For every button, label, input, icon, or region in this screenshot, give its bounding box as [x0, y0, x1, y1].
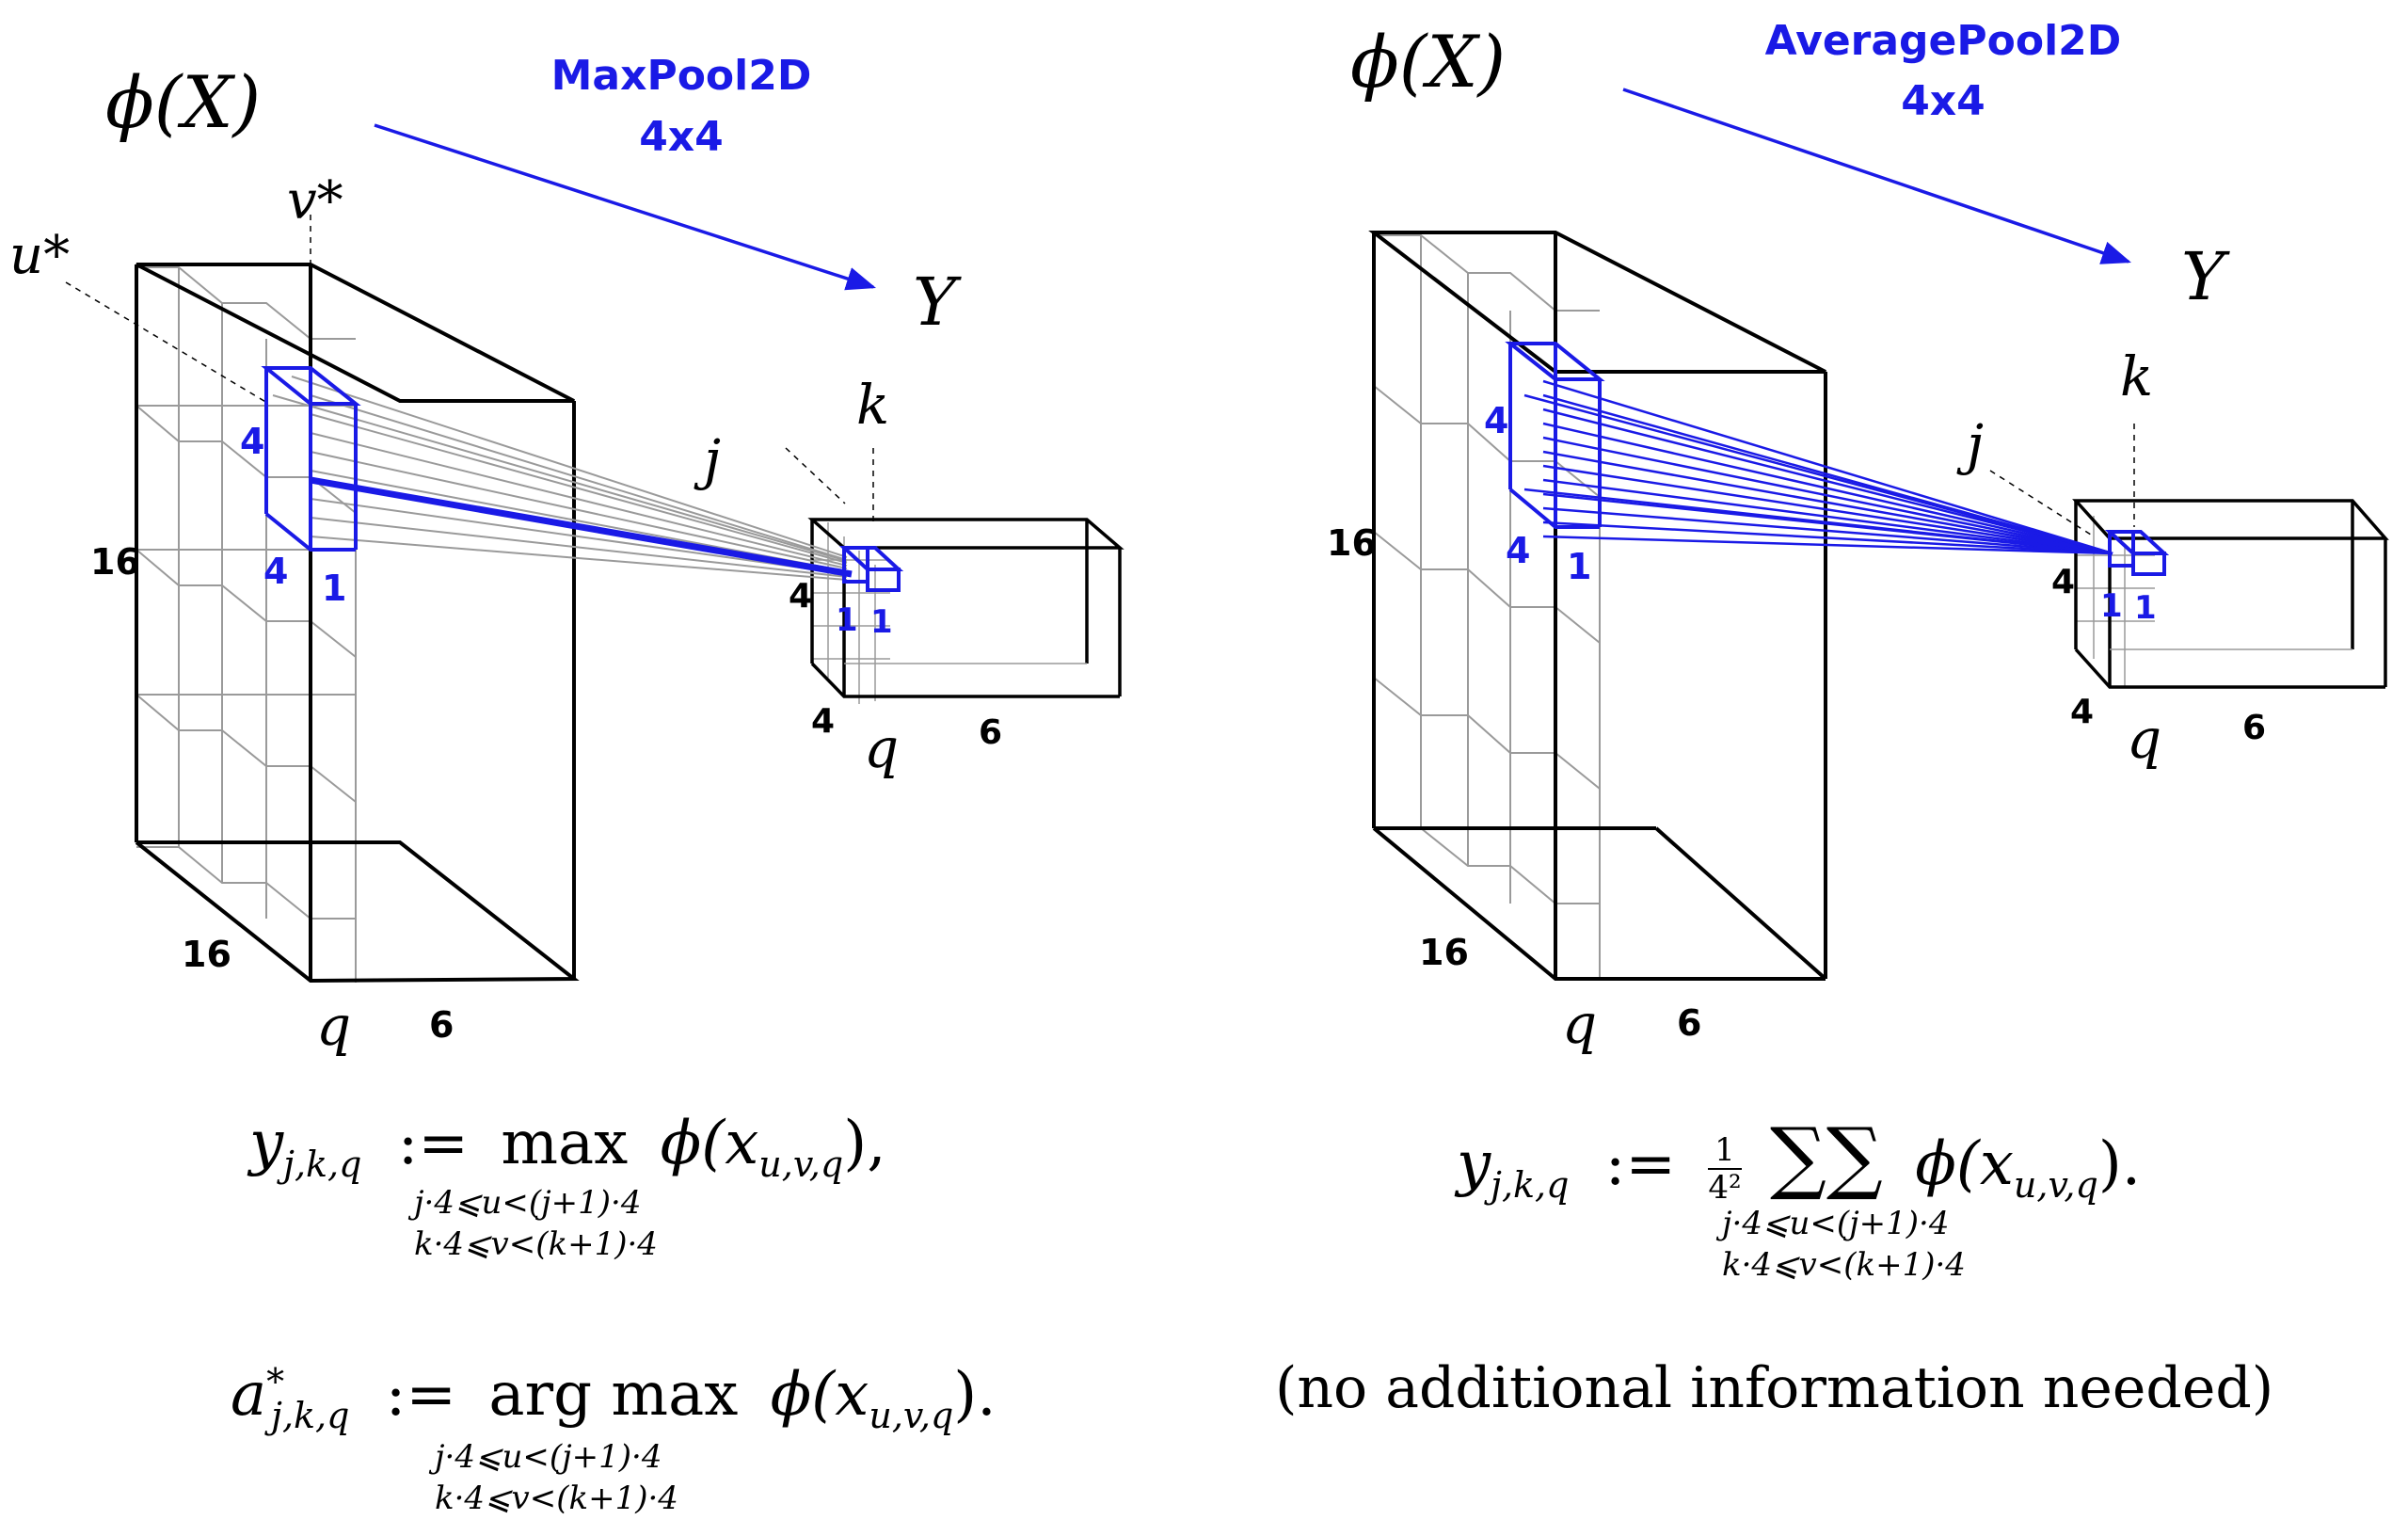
right-formula-y-op: ∑∑ [1769, 1111, 1883, 1203]
formula-a-lhs-sup: * [266, 1361, 285, 1402]
right-formula-y-cond2: k·4⩽v<(k+1)·4 [1722, 1246, 1966, 1284]
left-input-width: 16 [182, 934, 231, 975]
right-output-box [2072, 499, 2389, 689]
right-formula-y-tail: ). [2097, 1129, 2142, 1199]
left-formula-a-cond1: j·4⩽u<(j+1)·4 [435, 1438, 662, 1476]
left-panel: ϕ(X) Y MaxPool2D 4x4 u* v* j k q q 16 16… [9, 52, 1124, 1058]
formula-y-rhs-sub: u,v,q [758, 1144, 844, 1185]
left-output-width: 4 [811, 702, 835, 741]
formula-y-tail: ), [843, 1109, 886, 1178]
right-input-depth: 6 [1677, 1002, 1701, 1044]
right-input-width: 16 [1419, 932, 1469, 973]
right-op-name: AveragePool2D [1765, 17, 2122, 65]
left-input-grid [136, 266, 357, 983]
right-formula-y: yj,k,q := 1 4² ∑∑ ϕ(xu,v,q). [1457, 1111, 2141, 1206]
left-max-line [310, 476, 853, 578]
right-formula-y-lhs-sub: j,k,q [1491, 1164, 1570, 1206]
left-input-height: 16 [90, 541, 140, 583]
right-label-q-in: q [1562, 992, 1597, 1056]
formula-y-lhs-sub: j,k,q [283, 1144, 362, 1185]
formula-a-op: arg max [488, 1360, 739, 1430]
left-window-b: 4 [263, 551, 288, 592]
left-input-label: ϕ(X) [105, 60, 261, 144]
left-op-arrow [374, 123, 876, 291]
left-cell-a: 1 [836, 601, 858, 639]
right-output-height: 4 [2051, 563, 2075, 601]
right-guides [1989, 424, 2135, 537]
right-formula-y-rhs-sub: u,v,q [2013, 1164, 2098, 1206]
right-input-label: ϕ(X) [1350, 20, 1506, 104]
label-u-star: u* [9, 225, 70, 286]
left-formula-y-cond1: j·4⩽u<(j+1)·4 [414, 1184, 642, 1222]
left-formula-y: yj,k,q := max ϕ(xu,v,q), [249, 1109, 886, 1185]
right-label-q-out: q [2127, 707, 2161, 771]
left-output-label: Y [913, 264, 962, 341]
right-output-depth: 6 [2242, 709, 2266, 747]
right-panel: ϕ(X) Y AveragePool2D 4x4 j k q q 16 16 6… [1327, 17, 2389, 1056]
right-formula-frac: 1 4² [1708, 1132, 1742, 1207]
right-formula-y-rhs: ϕ(x [1915, 1129, 2014, 1199]
formula-y-lhs: y [249, 1109, 284, 1178]
right-window-c: 1 [1567, 546, 1591, 587]
left-window-a: 4 [240, 421, 264, 462]
right-note: (no additional information needed) [1275, 1355, 2274, 1421]
left-label-q-out: q [864, 716, 899, 780]
formula-y-op: max [501, 1109, 629, 1178]
formula-y-assign: := [397, 1109, 469, 1178]
formula-y-rhs: ϕ(x [660, 1109, 759, 1178]
left-label-k: k [856, 373, 889, 437]
left-guides [65, 215, 874, 527]
right-input-height: 16 [1327, 522, 1377, 564]
left-window-c: 1 [322, 568, 346, 609]
left-op-name: MaxPool2D [551, 52, 812, 100]
formula-a-tail: ). [953, 1360, 997, 1430]
right-output-width: 4 [2070, 693, 2094, 731]
right-input-grid [1373, 234, 1601, 979]
left-label-j: j [694, 427, 721, 491]
right-window-a: 4 [1484, 400, 1508, 441]
frac-numerator: 1 [1708, 1132, 1742, 1170]
formula-a-rhs-sub: u,v,q [869, 1395, 954, 1436]
left-output-depth: 6 [979, 713, 1002, 752]
frac-denominator: 4² [1708, 1168, 1742, 1207]
left-pool-window [261, 366, 361, 552]
left-formula-a: a*j,k,q := arg max ϕ(xu,v,q). [231, 1360, 997, 1436]
label-v-star: v* [287, 170, 343, 232]
right-output-cell [2104, 530, 2170, 576]
left-formula-y-cond2: k·4⩽v<(k+1)·4 [414, 1225, 658, 1263]
left-formula-a-cond2: k·4⩽v<(k+1)·4 [435, 1480, 678, 1517]
right-window-b: 4 [1506, 530, 1530, 571]
right-op-size: 4x4 [1901, 77, 1985, 125]
left-label-q-in: q [316, 994, 351, 1058]
right-formula-y-cond1: j·4⩽u<(j+1)·4 [1722, 1205, 1950, 1242]
formula-a-lhs: a [231, 1360, 267, 1430]
right-cell-a: 1 [2100, 587, 2123, 625]
left-input-depth: 6 [429, 1004, 454, 1046]
left-output-height: 4 [789, 577, 812, 616]
left-projection-lines [272, 376, 848, 581]
right-cell-b: 1 [2134, 589, 2157, 627]
formula-a-assign: := [385, 1360, 456, 1430]
right-label-j: j [1956, 412, 1984, 476]
right-pool-window [1505, 342, 1605, 529]
left-output-cell [838, 546, 904, 592]
right-formula-y-lhs: y [1457, 1129, 1491, 1199]
right-op-arrow [1622, 88, 2131, 264]
left-cell-b: 1 [870, 603, 893, 641]
right-output-label: Y [2181, 238, 2230, 315]
formula-a-rhs: ϕ(x [770, 1360, 869, 1430]
right-label-k: k [2120, 344, 2153, 408]
right-formula-y-assign: := [1604, 1129, 1676, 1199]
left-op-size: 4x4 [639, 113, 724, 161]
right-projection-lines [1523, 379, 2113, 555]
formula-a-lhs-sub: j,k,q [271, 1395, 350, 1436]
right-input-box [1368, 231, 1827, 981]
